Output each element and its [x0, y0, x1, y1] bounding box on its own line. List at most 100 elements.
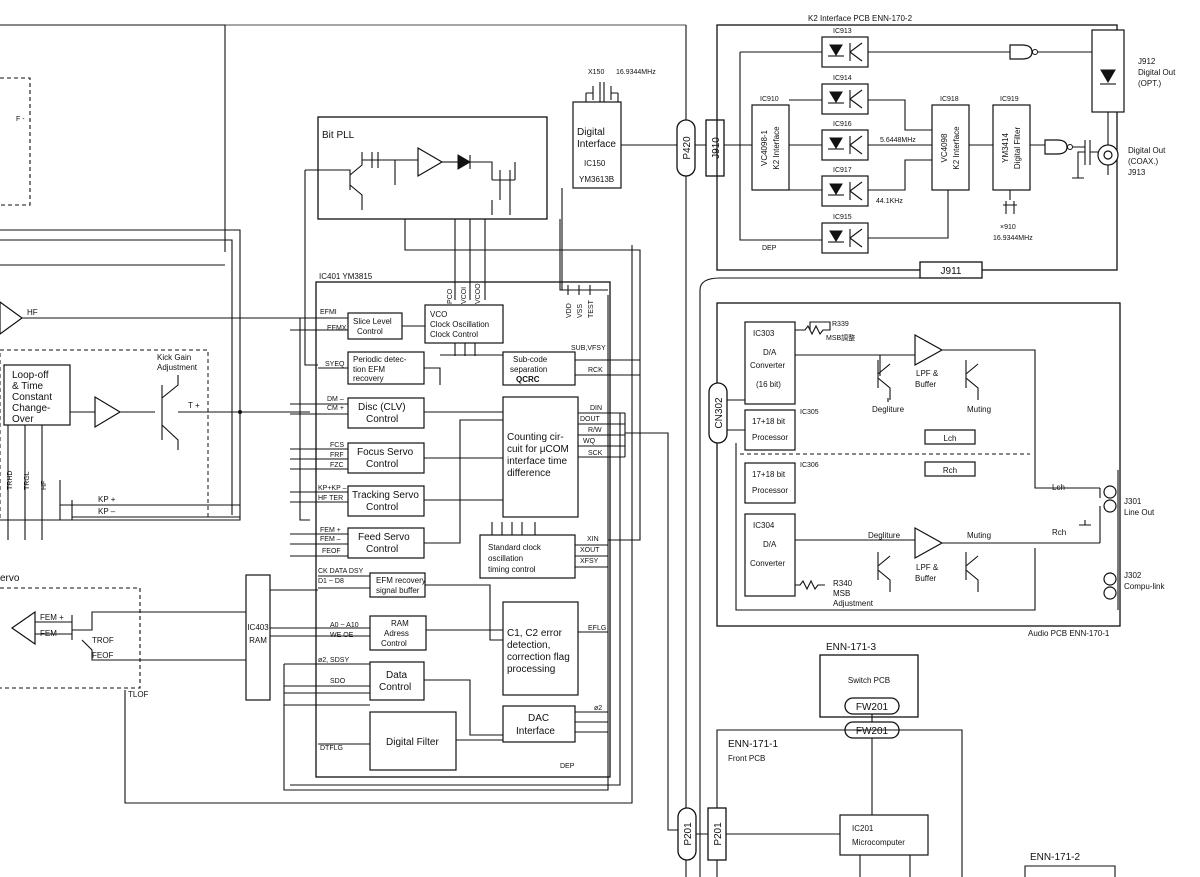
vdd-label: VDD: [566, 303, 573, 318]
ic401-digital-filter-block: [369, 711, 457, 771]
ic913-optocoupler: [821, 36, 869, 68]
kick-gain-label-2: Adjustment: [157, 363, 198, 372]
counting-line-1: Counting cir-: [507, 432, 564, 443]
dac-line-1: DAC: [528, 713, 549, 724]
freq-44-1-label: 44.1KHz: [876, 198, 903, 205]
vco-line-1: VCO: [430, 310, 447, 319]
dout-label: DOUT: [580, 416, 601, 423]
test-label: TEST: [588, 299, 595, 318]
ck-data-label: CK DATA DSY: [318, 568, 364, 575]
kp-plus-label: KP +: [98, 495, 116, 504]
freq-5-6448-label: 5.6448MHz: [880, 137, 916, 144]
ic403-ram: IC403 RAM: [245, 574, 370, 701]
trof-label: TROF: [92, 636, 114, 645]
feof-label: FEOF: [92, 651, 113, 660]
muting-lch-label: Muting: [967, 405, 991, 414]
r339-ref: R339: [832, 321, 849, 328]
subcode-line-1: Sub-code: [513, 355, 548, 364]
dac-line-2: Interface: [516, 726, 555, 737]
tracking-servo-block: [347, 485, 425, 517]
bit-pll-box: [317, 116, 548, 220]
dtflg-label: DTFLG: [320, 745, 343, 752]
periodic-line-2: tion EFM: [353, 365, 385, 374]
ic303-da-line-1: D/A: [763, 348, 777, 357]
msb-label: MSB: [833, 589, 850, 598]
audio-pcb-title: Audio PCB ENN-170-1: [1028, 629, 1110, 638]
j912-line-1: J912: [1138, 57, 1156, 66]
j912-line-3: (OPT.): [1138, 79, 1161, 88]
ic401-section: IC401 YM3815 VCO Clock Oscillation Clock…: [283, 272, 690, 831]
audio-pcb: Audio PCB ENN-170-1 CN302 IC303 D/A Conv…: [708, 302, 1165, 638]
bit-pll-section: Bit PLL: [304, 116, 641, 541]
connector-p420: P420: [676, 119, 696, 177]
enn-171-2-title: ENN-171-2: [1030, 852, 1080, 863]
c1c2-line-4: processing: [507, 664, 555, 675]
pll-amplifier: [417, 146, 444, 178]
hf-label: HF: [27, 308, 38, 317]
loopoff-line-3: Constant: [12, 392, 52, 403]
periodic-line-3: recovery: [353, 374, 384, 383]
switch-pcb: ENN-171-3 Switch PCB FW201 FW201: [819, 642, 919, 815]
j301-jack-l: [1103, 485, 1117, 499]
audio-pcb-boundary: [716, 302, 1121, 627]
ic305-processor-block: [744, 409, 796, 451]
nand-gate-1-icon: [1009, 44, 1033, 60]
front-pcb: ENN-171-1 Front PCB P201 P201 IC201 Micr…: [677, 729, 963, 877]
ic201-ref: IC201: [852, 824, 874, 833]
ic916-ref: IC916: [833, 121, 852, 128]
disc-clv-block: [347, 397, 425, 429]
ic150-line-1: Digital: [577, 127, 605, 138]
loop-off-block: [3, 364, 71, 426]
f-label: F -: [16, 116, 25, 123]
subcode-block: [502, 351, 576, 386]
j302-line-2: Compu-link: [1124, 582, 1165, 591]
slice-line-1: Slice Level: [353, 317, 392, 326]
d1d8-label: D1 ~ D8: [318, 578, 344, 585]
fw201-b-label: FW201: [856, 726, 889, 737]
front-pcb-label: Front PCB: [728, 754, 765, 763]
cm-plus-label: CM +: [327, 405, 344, 412]
focus-line-1: Focus Servo: [357, 447, 414, 458]
j301-line-2: Line Out: [1124, 508, 1155, 517]
ic303-da-line-2: Converter: [750, 361, 785, 370]
periodic-line-1: Periodic detec-: [353, 355, 407, 364]
ic401-boundary: [315, 281, 611, 778]
ic918-part: VC4098: [940, 133, 949, 162]
dac-interface-block: [502, 705, 576, 743]
hf-ter-label: HF TER: [318, 495, 343, 502]
lpf-lch-line-2: Buffer: [915, 380, 937, 389]
sck-label: SCK: [588, 450, 603, 457]
phi2-label: ø2: [594, 705, 602, 712]
wq-label: WQ: [583, 438, 596, 445]
rch-wire-label: Rch: [1052, 528, 1066, 537]
p420-connector: [676, 119, 696, 177]
tlof-label: TLOF: [128, 690, 149, 699]
din-label: DIN: [590, 405, 602, 412]
ic303-ref: IC303: [753, 329, 775, 338]
clock-line-3: timing control: [488, 565, 536, 574]
ic306-line-1: 17+18 bit: [752, 470, 786, 479]
loopoff-line-1: Loop-off: [12, 370, 49, 381]
lpf-rch-line-1: LPF &: [916, 563, 939, 572]
k2-dep-label: DEP: [762, 245, 777, 252]
coax-line-3: J913: [1128, 168, 1146, 177]
ram-line-1: RAM: [391, 619, 409, 628]
we-oe-label: WE OE: [330, 632, 354, 639]
j302-jack-1: [1103, 572, 1117, 586]
xout-label: XOUT: [580, 547, 600, 554]
rw-label: R/W: [588, 427, 602, 434]
ic918-func: K2 Interface: [952, 126, 961, 170]
ram-line-2: Adress: [384, 629, 409, 638]
ic150-part: YM3613B: [579, 175, 614, 184]
cn302-label: CN302: [714, 397, 725, 429]
efmi-label: EFMI: [320, 309, 337, 316]
j302-line-1: J302: [1124, 571, 1142, 580]
loopoff-line-5: Over: [12, 414, 34, 425]
fem-m-label: FEM –: [320, 536, 341, 543]
left-servo-section: F - HF Kick Gain Adjustment Loop-off & T…: [0, 24, 633, 804]
rch-box-label: Rch: [943, 466, 957, 475]
trhd-label: TRHD: [7, 471, 14, 490]
vco-block: [424, 304, 504, 344]
subcode-line-3: QCRC: [516, 375, 540, 384]
